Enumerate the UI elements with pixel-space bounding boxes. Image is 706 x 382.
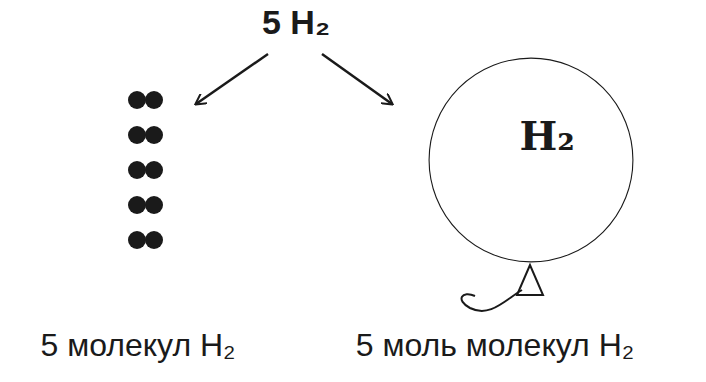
balloon-circle: H₂	[427, 56, 635, 264]
caption-label: 5 моль молекул H₂	[356, 328, 634, 363]
caption-label: 5 молекул H₂	[41, 328, 236, 363]
arrow	[196, 54, 268, 104]
formula-text: H₂	[519, 114, 574, 158]
molecule-dots	[128, 91, 163, 249]
balloon-outline	[427, 56, 635, 264]
formula-label: 5 H₂	[262, 4, 330, 41]
arrow	[322, 54, 392, 104]
balloon-string	[462, 290, 522, 311]
